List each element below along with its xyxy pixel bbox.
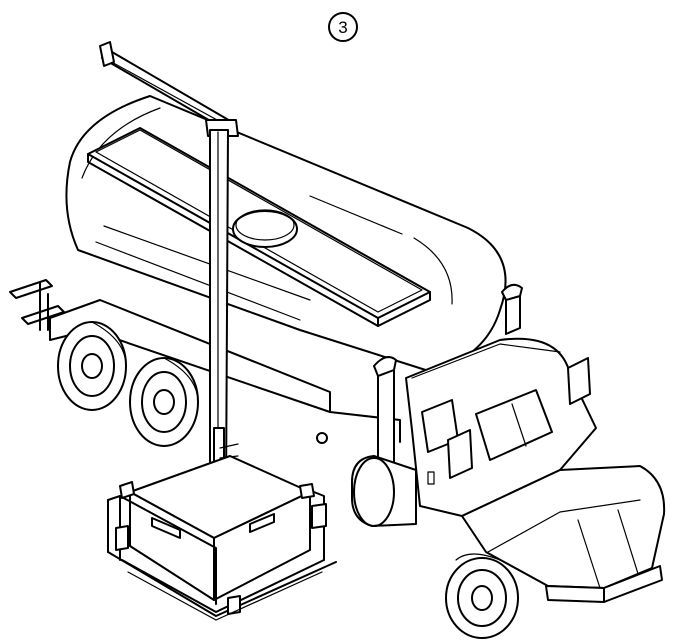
front-bumper [545,565,663,603]
base-handle-left [151,517,181,539]
truck-cab [405,337,597,517]
exhaust-stack-right [501,283,523,335]
front-wheel [445,553,519,639]
step-number: 3 [338,18,347,37]
davit-frame [107,481,337,621]
step-badge: 3 [328,12,358,42]
rear-wheel-2 [129,357,199,447]
exhaust-stack-left [373,356,397,469]
tanker-truck [9,95,666,639]
fuel-tank [351,455,417,527]
tank-hatch [232,209,298,248]
davit-base [129,455,311,601]
windshield [475,389,553,461]
base-handle-right [249,513,275,533]
davit-boom [99,41,239,137]
tank-chassis [49,299,401,444]
rear-wheel-1 [57,321,127,411]
mirror-left [447,429,473,479]
boom-hook [99,41,115,67]
mirror-right [567,357,591,405]
portable-davit [99,41,337,621]
rear-bumper [9,279,65,331]
